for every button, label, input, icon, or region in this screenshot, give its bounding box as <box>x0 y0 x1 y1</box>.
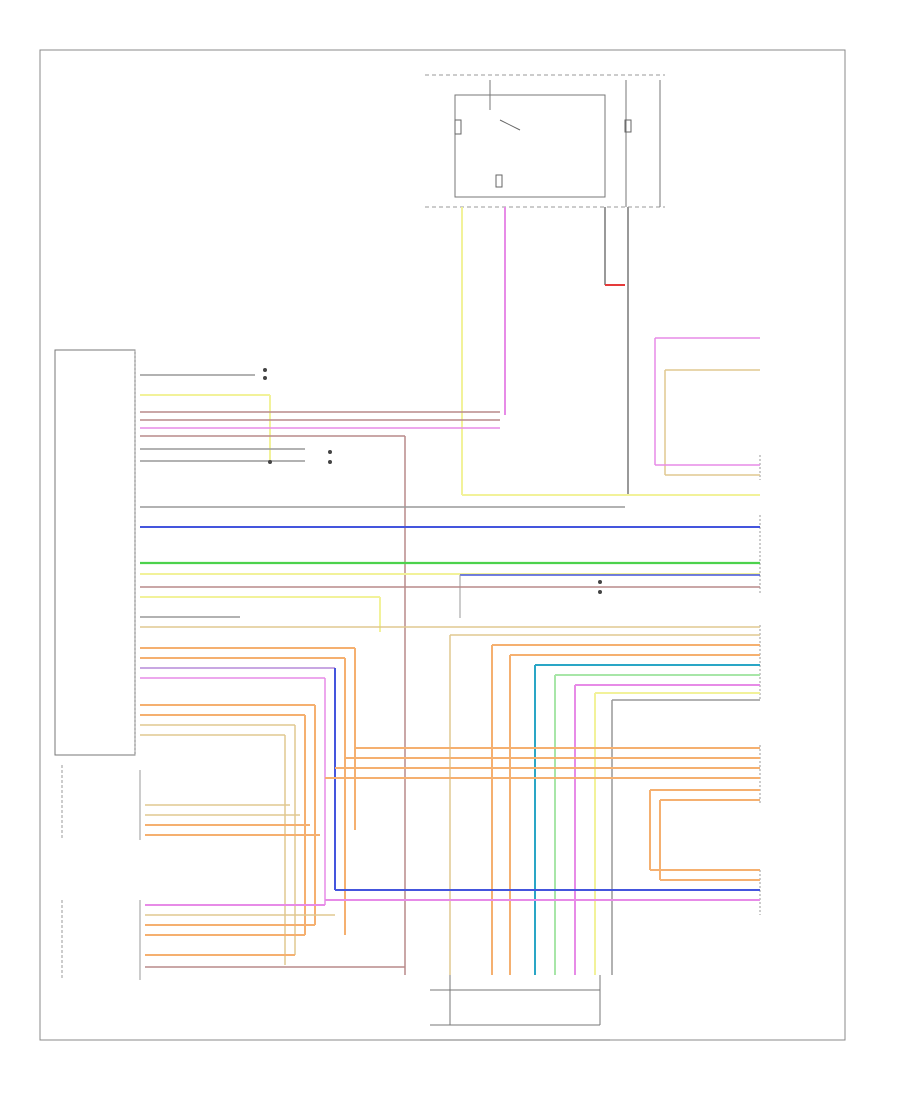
shift-selector <box>61 765 141 840</box>
upper-right-wires <box>625 337 760 496</box>
pcm-left-wires <box>145 904 405 968</box>
horizontal-orange-bundle <box>325 747 760 901</box>
transmission-range-sensor <box>420 975 610 1041</box>
transmission-control-module <box>54 349 136 756</box>
tcm-wire-bundle <box>140 374 760 975</box>
fuse-icon <box>495 174 503 188</box>
fuse-icon <box>624 119 632 133</box>
splice-dots <box>263 368 602 594</box>
relay-switch-icon <box>499 119 521 131</box>
pcm-wire-bundle <box>449 634 760 975</box>
fuse-relay-box <box>425 74 665 208</box>
relay-coil-icon <box>454 119 462 135</box>
shift-selector-wires <box>145 804 320 836</box>
diagram-frame <box>39 49 846 1041</box>
powertrain-control-module <box>61 900 141 980</box>
